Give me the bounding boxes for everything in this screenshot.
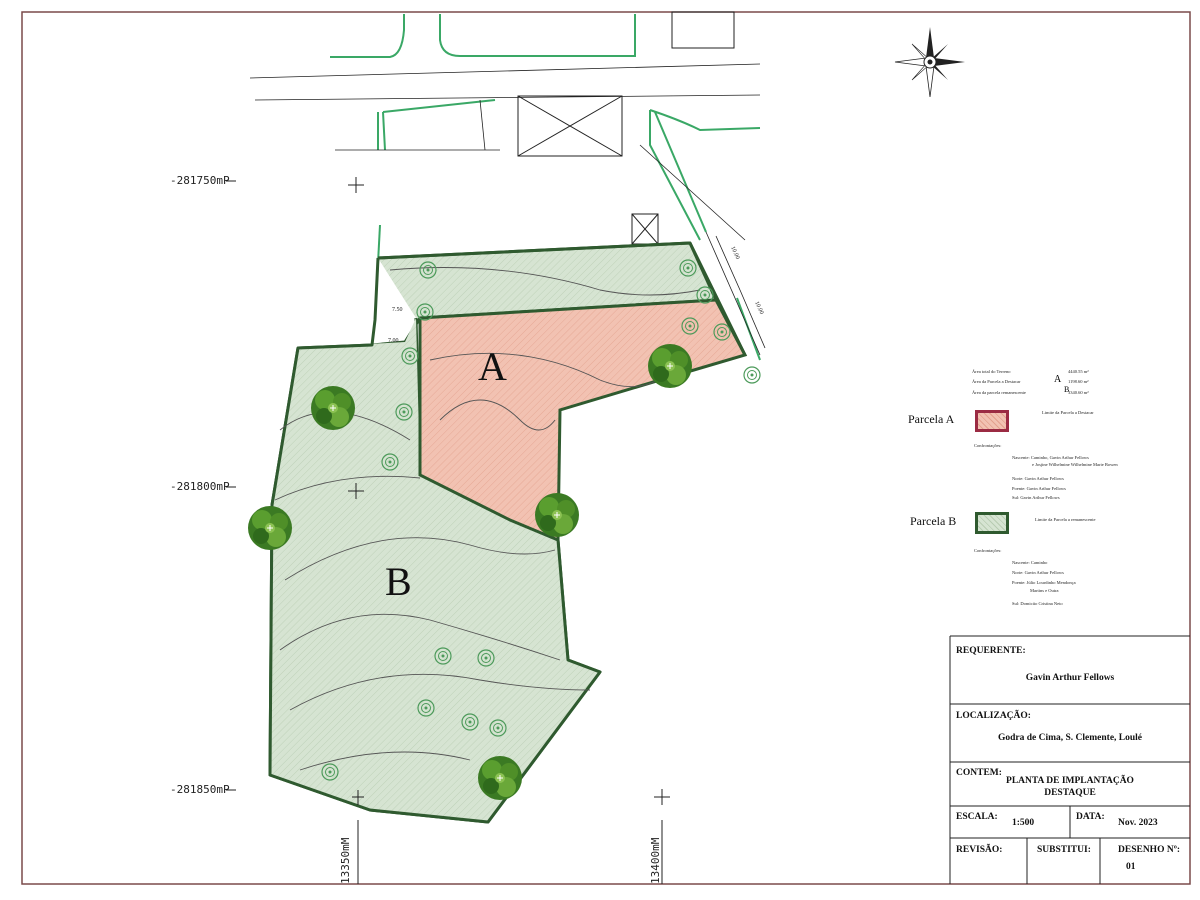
east-coordinate-label: 13400mM: [649, 837, 662, 884]
contem-line2: DESTAQUE: [1044, 788, 1096, 798]
requerente-label: REQUERENTE:: [956, 646, 1026, 656]
legend-a-line: Sul: Gavin Arthur Fellows: [1012, 495, 1060, 500]
legend-b-line: Nascente: Caminho: [1012, 560, 1048, 565]
localizacao-label: LOCALIZAÇÃO:: [956, 711, 1031, 721]
area-row-value: 1198.60 m²: [1068, 379, 1089, 384]
building: [517, 11, 735, 245]
north-coordinate-label: -281850mP: [170, 783, 230, 796]
legend-b-line: Martins e Outra: [1030, 588, 1059, 593]
area-letter-a: A: [1054, 374, 1062, 385]
parcel-a-label: A: [478, 344, 507, 389]
data-label: DATA:: [1076, 812, 1105, 822]
revisao-label: REVISÃO:: [956, 845, 1003, 855]
legend-a-desc: Limite da Parcela a Destacar: [1042, 410, 1094, 415]
legend-a-title: Parcela A: [908, 412, 955, 426]
area-letter-b: B: [1064, 385, 1070, 394]
legend-b-swatch: [975, 512, 1009, 534]
legend-b-line: Norte: Gavin Arthur Fellows: [1012, 570, 1064, 575]
data-value: Nov. 2023: [1118, 818, 1158, 828]
legend-a-line: Poente: Gavin Arthur Fellows: [1012, 486, 1066, 491]
legend-a-swatch: [975, 410, 1009, 432]
legend-a-line: e Josjine Wilhelmine Wilhelmine Marie Bo…: [1032, 462, 1118, 467]
contem-label: CONTEM:: [956, 768, 1002, 778]
area-row-value: 4440.55 m²: [1068, 369, 1089, 374]
requerente-value: Gavin Arthur Fellows: [1025, 673, 1115, 683]
dimension-lines: [705, 231, 766, 356]
legend-b-line: Sul: Domiciio Cristina Neto: [1012, 601, 1063, 606]
dimension-label: 7.50: [392, 307, 403, 313]
localizacao-value: Godra de Cima, S. Clemente, Loulé: [997, 733, 1143, 743]
escala-label: ESCALA:: [956, 812, 998, 822]
area-row-label: Área da parcela remanescente: [972, 390, 1026, 395]
north-coordinate-label: -281800mP: [170, 480, 230, 493]
legend-b-line: Poente: Júlio Lourdinho Mendonça: [1012, 580, 1076, 585]
north-coordinate-label: -281750mP: [170, 174, 230, 187]
road-thin-lines: [249, 63, 761, 241]
legend-b-title: Parcela B: [910, 514, 957, 528]
legend-b-confrontacoes: Confrontações:: [974, 548, 1002, 553]
area-row-label: Área total do Terreno: [972, 369, 1011, 374]
legend-a-confrontacoes: Confrontações:: [974, 443, 1002, 448]
area-row-label: Área da Parcela a Destacar: [972, 379, 1021, 384]
contem-line1: PLANTA DE IMPLANTAÇÃO: [1006, 776, 1134, 786]
legend-a-line: Norte: Gavin Arthur Fellows: [1012, 476, 1064, 481]
grid-crosses: [226, 177, 670, 884]
parcel-b-outline: [268, 241, 747, 824]
desenho-value: 01: [1126, 862, 1136, 872]
legend-b-desc: Limite da Parcela a remanescente: [1035, 517, 1096, 522]
area-row-value: 3340.60 m²: [1068, 390, 1089, 395]
legend-a-line: Nascente: Caminho, Gavin Arthur Fellows: [1012, 455, 1089, 460]
title-block-lines: [949, 635, 1190, 884]
parcel-b-label: B: [385, 559, 412, 604]
dimension-label: 7.00: [388, 338, 399, 344]
escala-value: 1:500: [1012, 818, 1035, 828]
substitui-label: SUBSTITUI:: [1037, 845, 1091, 855]
east-coordinate-label: 13350mM: [339, 837, 352, 884]
north-arrow-icon: [894, 27, 965, 98]
sheet-border: [21, 11, 1191, 885]
desenho-label: DESENHO Nº:: [1118, 845, 1180, 855]
